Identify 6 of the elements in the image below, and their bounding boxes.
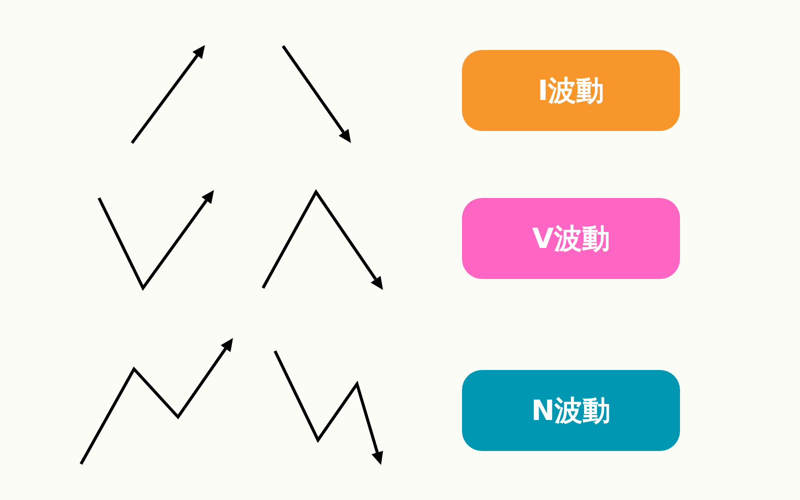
wave-type-box — [462, 370, 680, 451]
wave-type-box — [462, 198, 680, 279]
wave-type-label: V波動 — [532, 220, 610, 256]
wave-type-label: N波動 — [531, 392, 611, 428]
wave-type-label: I波動 — [538, 72, 604, 108]
wave-type-box — [462, 50, 680, 131]
